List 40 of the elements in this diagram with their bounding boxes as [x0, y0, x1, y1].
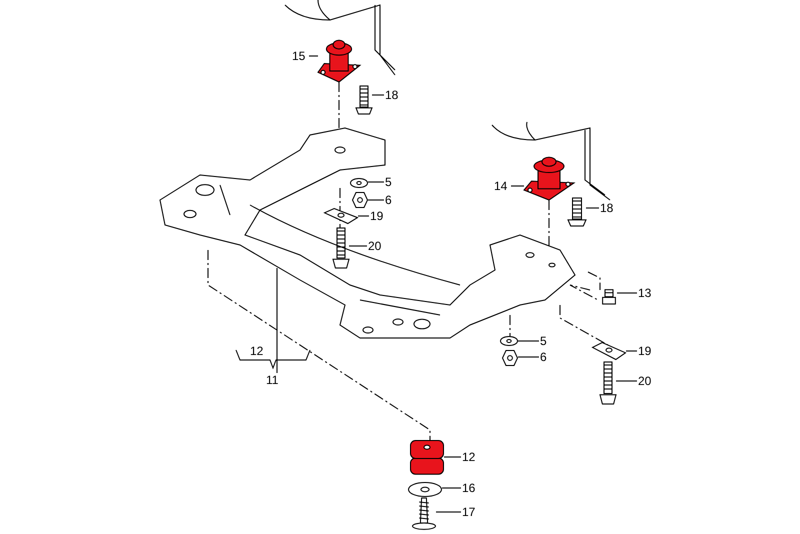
- leader-line: [616, 292, 638, 294]
- bolt: [356, 86, 372, 114]
- callout-number: 19: [638, 344, 652, 358]
- leader-line: [626, 350, 638, 352]
- nut: [502, 350, 518, 366]
- rubber-mount: [524, 155, 574, 200]
- leader-line: [444, 456, 462, 458]
- callout-number: 20: [368, 239, 382, 253]
- callout-number: 14: [494, 179, 508, 193]
- callout-number: 11: [266, 373, 278, 387]
- bolt: [600, 362, 616, 404]
- callout-number: 17: [462, 505, 476, 519]
- callout-number: 6: [540, 350, 547, 364]
- nut: [352, 192, 368, 208]
- callout-number: 15: [292, 49, 306, 63]
- leader-line: [518, 340, 540, 342]
- callout-number: 18: [385, 88, 398, 102]
- callout-number: 5: [385, 175, 392, 189]
- callout-number: 18: [600, 201, 614, 215]
- leader-line: [518, 356, 540, 358]
- washer: [350, 178, 368, 188]
- screw: [412, 498, 436, 530]
- leader-line: [616, 380, 638, 382]
- callout-number: 6: [385, 193, 392, 207]
- callout-number: 13: [638, 286, 652, 300]
- leader-line: [372, 94, 384, 96]
- callout-number: 12: [250, 344, 264, 358]
- leader-line: [276, 268, 278, 374]
- bolt: [568, 198, 586, 226]
- callout-number: 5: [540, 334, 547, 348]
- rubber-bushing: [410, 440, 444, 476]
- retaining-plate: [324, 208, 358, 224]
- callout-number: 16: [462, 481, 476, 495]
- callout-number: 12: [462, 450, 476, 464]
- rubber-mount: [318, 38, 360, 82]
- callout-number: 20: [638, 374, 652, 388]
- bolt: [333, 228, 349, 268]
- callout-number: 19: [370, 209, 384, 223]
- washer: [500, 336, 518, 346]
- retaining-plate: [592, 342, 626, 360]
